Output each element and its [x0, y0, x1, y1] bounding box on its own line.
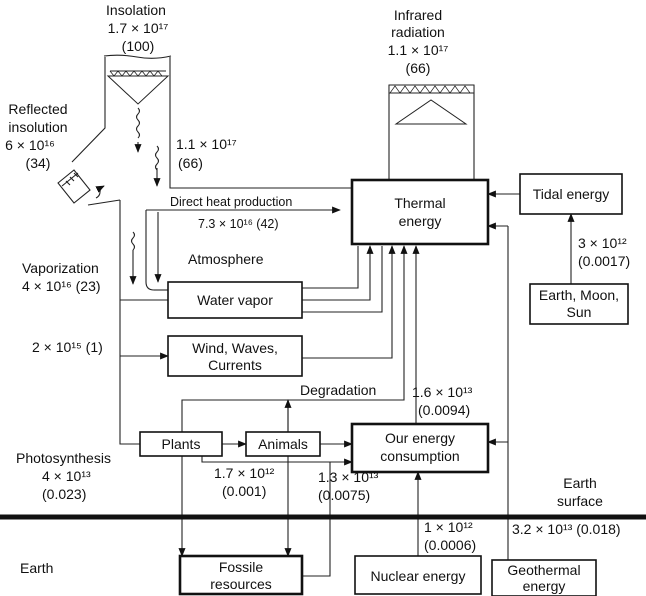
- absorbed-percent: (66): [178, 155, 203, 171]
- water-vapor-label: Water vapor: [197, 292, 273, 308]
- animals-box: Animals: [245, 431, 321, 457]
- animals-label: Animals: [258, 436, 308, 452]
- nuclear-flow-value: 1 × 10¹²: [424, 519, 473, 535]
- radiation-squiggles: [95, 107, 161, 285]
- geothermal-label-2: energy: [523, 578, 566, 594]
- fossil-flow-value: 1.3 × 10¹³: [318, 469, 379, 485]
- reflected-percent: (34): [26, 155, 51, 171]
- plants-box: Plants: [139, 431, 223, 457]
- earth-label: Earth: [20, 560, 53, 576]
- photosynthesis-value: 4 × 10¹³: [42, 468, 91, 484]
- nuclear-flow-percent: (0.0006): [424, 537, 476, 553]
- absorbed-value: 1.1 × 10¹⁷: [176, 136, 237, 152]
- fossil-flow-percent: (0.0075): [318, 487, 370, 503]
- water-vapor-box: Water vapor: [167, 281, 303, 319]
- atmosphere-flows: [120, 206, 396, 360]
- insolation-duct: [71, 54, 352, 445]
- fossil-label-2: resources: [210, 576, 271, 592]
- photosynthesis-percent: (0.023): [42, 486, 86, 502]
- plants-label: Plants: [162, 436, 201, 452]
- our-energy-label-1: Our energy: [385, 430, 455, 446]
- vaporization-value: 4 × 10¹⁶ (23): [22, 278, 101, 294]
- ems-label-1: Earth, Moon,: [539, 287, 619, 303]
- nuclear-box: Nuclear energy: [354, 555, 482, 595]
- reflected-value: 6 × 10¹⁶: [5, 137, 55, 153]
- wind-label-2: Currents: [208, 357, 262, 373]
- thermal-label-2: energy: [399, 213, 442, 229]
- earth-surface-label-2: surface: [557, 493, 603, 509]
- consumption-flow-percent: (0.0094): [418, 402, 470, 418]
- consumption-flow-value: 1.6 × 10¹³: [412, 384, 473, 400]
- our-energy-label-2: consumption: [380, 448, 459, 464]
- insolation-percent: (100): [122, 38, 155, 54]
- thermal-label-1: Thermal: [394, 195, 445, 211]
- degradation-label: Degradation: [300, 382, 376, 398]
- wind-flow-value: 2 × 10¹⁵ (1): [32, 339, 103, 355]
- wind-waves-box: Wind, Waves, Currents: [167, 335, 303, 377]
- tidal-flow-percent: (0.0017): [578, 253, 630, 269]
- insolation-name: Insolation: [106, 2, 166, 18]
- reflected-name-2: insolution: [8, 119, 67, 135]
- infrared-name-1: Infrared: [394, 7, 442, 23]
- our-energy-box: Our energy consumption: [350, 422, 490, 474]
- infrared-percent: (66): [406, 60, 431, 76]
- wind-label-1: Wind, Waves,: [192, 340, 278, 356]
- infrared-value: 1.1 × 10¹⁷: [388, 42, 449, 58]
- earth-surface-label-1: Earth: [563, 475, 596, 491]
- thermal-energy-box: Thermal energy: [350, 178, 490, 246]
- lower-flows: [178, 190, 575, 577]
- geothermal-label-1: Geothermal: [507, 562, 580, 578]
- ems-label-2: Sun: [567, 304, 592, 320]
- degradation-flows: [181, 245, 420, 434]
- atmosphere-label: Atmosphere: [188, 251, 264, 267]
- fossil-box: Fossile resources: [178, 554, 304, 596]
- nuclear-label: Nuclear energy: [371, 568, 466, 584]
- direct-heat-label: Direct heat production: [170, 195, 292, 209]
- geothermal-box: Geothermal energy: [491, 559, 597, 596]
- plants-flow-percent: (0.001): [222, 483, 266, 499]
- reflected-name-1: Reflected: [8, 101, 67, 117]
- insolation-value: 1.7 × 10¹⁷: [108, 20, 169, 36]
- reflector-panel: [57, 169, 91, 204]
- direct-heat-value: 7.3 × 10¹⁶ (42): [198, 217, 279, 231]
- tidal-energy-box: Tidal energy: [519, 173, 623, 215]
- tidal-flow-value: 3 × 10¹²: [578, 235, 627, 251]
- infrared-name-2: radiation: [391, 24, 445, 40]
- infrared-duct: [388, 84, 475, 180]
- geothermal-flow-value: 3.2 × 10¹³ (0.018): [512, 521, 621, 537]
- earth-moon-sun-box: Earth, Moon, Sun: [529, 283, 629, 325]
- photosynthesis-label: Photosynthesis: [16, 450, 111, 466]
- plants-flow-value: 1.7 × 10¹²: [214, 465, 275, 481]
- vaporization-label: Vaporization: [22, 260, 99, 276]
- tidal-label: Tidal energy: [533, 186, 610, 202]
- fossil-label-1: Fossile: [219, 559, 264, 575]
